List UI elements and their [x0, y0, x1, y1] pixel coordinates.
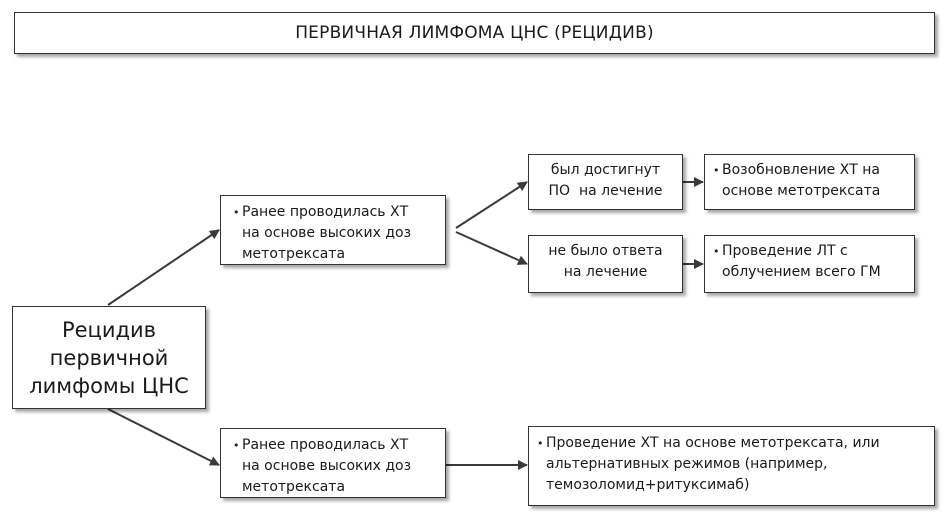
upper-branch-node: • Ранее проводилась ХТ на основе высоких…: [220, 195, 446, 265]
lower-branch-line: Ранее проводилась ХТ: [242, 437, 409, 453]
outcome-alternative-line: Проведение ХТ на основе метотрексата, ил…: [546, 435, 880, 451]
outcome-resume-chemo-node: • Возобновление ХТ на основе метотрексат…: [704, 154, 915, 210]
bullet-marker: •: [713, 164, 720, 177]
root-line: Рецидив: [61, 317, 157, 342]
outcome-radiotherapy-line: облучением всего ГМ: [722, 264, 881, 280]
bullet-marker: •: [233, 439, 240, 452]
bullet-marker: •: [233, 206, 240, 219]
outcome-resume-line: Возобновление ХТ на: [722, 162, 880, 178]
bullet-marker: •: [537, 437, 544, 450]
root-node: Рецидив первичной лимфомы ЦНС: [12, 306, 206, 409]
outcome-alternative-node: • Проведение ХТ на основе метотрексата, …: [528, 426, 935, 506]
arrow-upper-to-no: [455, 231, 528, 265]
arrow-root-to-upper: [107, 229, 220, 306]
response-achieved-node: был достигнут ПО на лечение: [528, 154, 683, 210]
diagram-title: ПЕРВИЧНАЯ ЛИМФОМА ЦНС (РЕЦИДИВ): [14, 12, 935, 54]
bullet-marker: •: [713, 245, 720, 258]
no-response-line: на лечение: [563, 264, 648, 280]
outcome-alternative-line: альтернативных режимов (например,: [546, 456, 828, 472]
outcome-alternative-line: темозоломид+ритуксимаб): [546, 477, 750, 493]
lower-branch-node: • Ранее проводилась ХТ на основе высоких…: [220, 428, 446, 498]
arrow-root-to-lower: [107, 408, 220, 466]
outcome-radiotherapy-line: Проведение ЛТ с: [722, 243, 848, 259]
upper-branch-line: метотрексата: [242, 246, 346, 262]
no-response-node: не было ответа на лечение: [528, 235, 683, 293]
outcome-resume-line: основе метотрексата: [722, 183, 881, 199]
root-line: первичной: [49, 345, 169, 370]
lower-branch-line: метотрексата: [242, 479, 346, 495]
no-response-line: не было ответа: [548, 243, 663, 259]
response-achieved-line: был достигнут: [550, 162, 661, 178]
outcome-radiotherapy-node: • Проведение ЛТ с облучением всего ГМ: [704, 235, 915, 293]
lower-branch-line: на основе высоких доз: [242, 458, 412, 474]
upper-branch-line: на основе высоких доз: [242, 225, 412, 241]
root-line: лимфомы ЦНС: [29, 373, 189, 398]
upper-branch-line: Ранее проводилась ХТ: [242, 204, 409, 220]
diagram-title-text: ПЕРВИЧНАЯ ЛИМФОМА ЦНС (РЕЦИДИВ): [295, 23, 654, 43]
arrow-upper-to-yes: [455, 181, 528, 229]
response-achieved-line: ПО на лечение: [548, 183, 663, 199]
